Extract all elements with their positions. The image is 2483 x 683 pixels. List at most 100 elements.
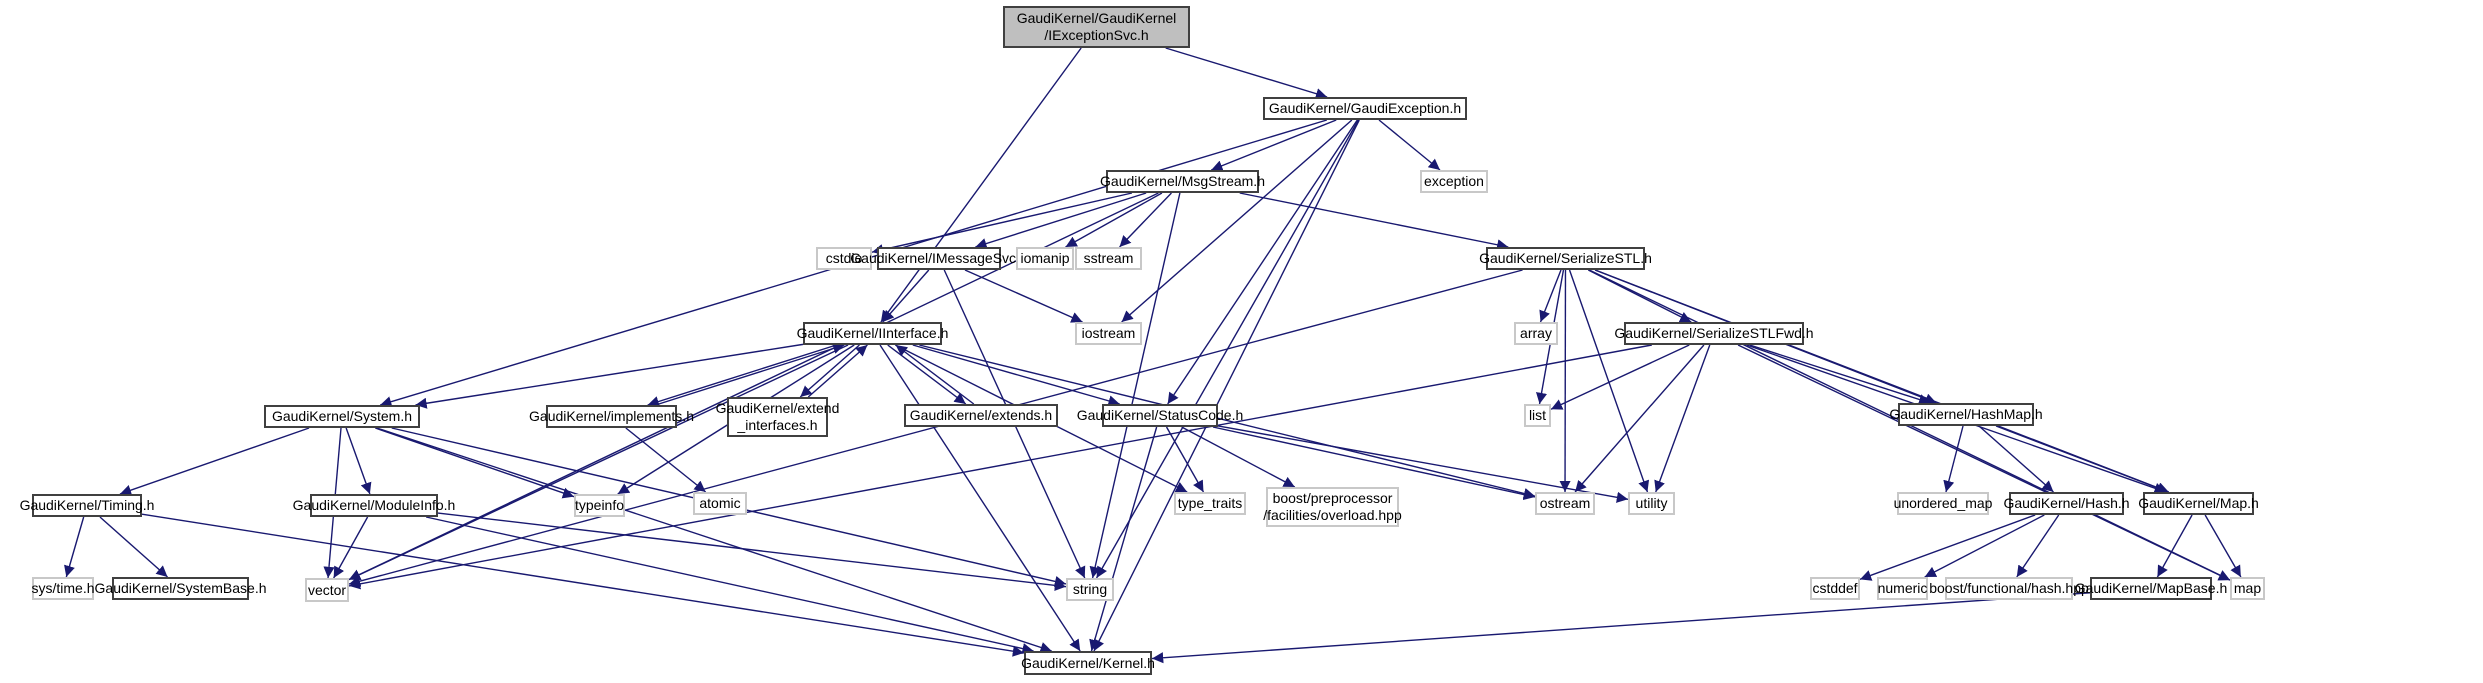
node-label: typeinfo — [574, 497, 625, 513]
node-vector: vector — [305, 578, 349, 602]
node-boostpp: boost/preprocessor /facilities/overload.… — [1263, 487, 1402, 527]
edge-timing-to-sysbase — [99, 516, 169, 578]
edge-system-to-typeinfo — [375, 427, 575, 499]
node-ser[interactable]: GaudiKernel/SerializeSTL.h — [1479, 247, 1652, 270]
node-label: unordered_map — [1893, 495, 1993, 511]
node-typetraits: type_traits — [1174, 492, 1246, 515]
edge-imsg-to-iostream — [964, 269, 1083, 323]
edge-timing-to-systime — [64, 516, 85, 578]
node-atomic: atomic — [693, 492, 747, 515]
edge-gexc-to-kernel — [1093, 119, 1360, 652]
node-array: array — [1514, 322, 1558, 345]
node-cstdio: cstdio — [816, 247, 872, 270]
node-mapbase[interactable]: GaudiKernel/MapBase.h — [2075, 577, 2227, 600]
node-extint[interactable]: GaudiKernel/extend _interfaces.h — [716, 397, 839, 437]
node-kernel[interactable]: GaudiKernel/Kernel.h — [1021, 651, 1155, 675]
node-label: iostream — [1081, 325, 1136, 341]
node-ostream: ostream — [1535, 492, 1595, 515]
edge-imsg-to-iint — [882, 269, 930, 323]
node-label: boost/functional/hash.hpp — [1929, 580, 2089, 596]
edge-msg-to-string — [1089, 192, 1181, 579]
node-label: GaudiKernel/MsgStream.h — [1100, 173, 1265, 189]
edge-impl-to-atomic — [625, 427, 707, 493]
node-boosthash: boost/functional/hash.hpp — [1929, 577, 2089, 600]
edge-gexc-to-status — [1167, 119, 1358, 405]
node-impl[interactable]: GaudiKernel/implements.h — [529, 405, 694, 428]
node-label: boost/preprocessor /facilities/overload.… — [1263, 490, 1402, 523]
node-systime: sys/time.h — [31, 577, 95, 600]
node-label: GaudiKernel/IMessageSvc.h — [850, 250, 1028, 266]
node-imsg[interactable]: GaudiKernel/IMessageSvc.h — [850, 247, 1028, 270]
node-label: GaudiKernel/SerializeSTL.h — [1479, 250, 1652, 266]
edge-serfwd-to-ostream — [1574, 344, 1705, 493]
edge-hashmap-to-hash — [1978, 425, 2054, 493]
edge-serfwd-to-vector — [348, 344, 1652, 590]
edge-iint-to-extint — [799, 344, 860, 398]
node-maph[interactable]: GaudiKernel/Map.h — [2138, 492, 2259, 515]
node-label: GaudiKernel/SerializeSTLFwd.h — [1614, 325, 1814, 341]
node-label: GaudiKernel/StatusCode.h — [1076, 407, 1244, 423]
edge-status-to-typetraits — [1165, 426, 1205, 493]
node-serfwd[interactable]: GaudiKernel/SerializeSTLFwd.h — [1614, 322, 1814, 345]
node-label: cstdio — [825, 250, 863, 266]
edge-system-to-timing — [119, 427, 310, 496]
node-label: utility — [1635, 495, 1668, 511]
node-list: list — [1524, 404, 1551, 427]
edge-modinfo-to-kernel — [425, 516, 1034, 655]
node-label: map — [2233, 580, 2262, 596]
node-iomanip: iomanip — [1016, 247, 1074, 270]
node-root[interactable]: GaudiKernel/GaudiKernel /IExceptionSvc.h — [1003, 6, 1190, 48]
edge-mapbase-to-kernel — [1151, 592, 2091, 664]
edge-serfwd-to-list — [1550, 344, 1690, 410]
node-typeinfo: typeinfo — [574, 494, 625, 517]
node-label: GaudiKernel/GaudiKernel /IExceptionSvc.h — [1016, 10, 1177, 43]
node-label: GaudiKernel/HashMap.h — [1889, 406, 2043, 422]
edge-serfwd-to-utility — [1654, 344, 1711, 493]
node-label: GaudiKernel/implements.h — [529, 408, 694, 424]
node-label: GaudiKernel/SystemBase.h — [94, 580, 267, 596]
edge-iint-to-system — [415, 343, 804, 409]
node-extends[interactable]: GaudiKernel/extends.h — [904, 404, 1058, 427]
edge-mapH-to-map — [2204, 514, 2242, 578]
edge-msg-to-iomanip — [1065, 192, 1163, 248]
edge-extends-to-iint — [895, 344, 975, 405]
node-gexc[interactable]: GaudiKernel/GaudiException.h — [1263, 97, 1467, 120]
edge-hash-to-numeric — [1924, 514, 2045, 578]
node-string: string — [1066, 578, 1114, 601]
node-hash[interactable]: GaudiKernel/Hash.h — [2003, 492, 2130, 515]
node-sysbase[interactable]: GaudiKernel/SystemBase.h — [95, 577, 267, 600]
node-iint[interactable]: GaudiKernel/IInterface.h — [797, 322, 948, 345]
edge-iint-to-extends — [887, 344, 967, 405]
edge-gexc-to-exception — [1378, 119, 1441, 171]
edge-msg-to-ser — [1239, 192, 1509, 251]
node-label: sys/time.h — [31, 580, 95, 596]
edge-modinfo-to-string — [437, 512, 1067, 591]
edge-hash-to-boosthash — [2016, 514, 2060, 578]
node-label: numeric — [1877, 580, 1928, 596]
edge-ser-to-array — [1539, 269, 1562, 323]
edge-timing-to-kernel — [141, 513, 1025, 657]
edge-msg-to-cstdio — [871, 192, 1133, 256]
node-label: GaudiKernel/extend _interfaces.h — [715, 400, 840, 433]
node-label: GaudiKernel/Hash.h — [2003, 495, 2130, 511]
node-label: GaudiKernel/Timing.h — [19, 497, 155, 513]
node-timing[interactable]: GaudiKernel/Timing.h — [20, 494, 154, 517]
node-label: GaudiKernel/MapBase.h — [2074, 580, 2228, 596]
edge-hashmap-to-umap — [1943, 425, 1964, 493]
node-label: GaudiKernel/IInterface.h — [796, 325, 949, 341]
node-label: string — [1072, 581, 1108, 597]
node-status[interactable]: GaudiKernel/StatusCode.h — [1077, 404, 1243, 427]
edge-iint-to-ostream — [919, 344, 1536, 499]
node-label: ostream — [1539, 495, 1591, 511]
edge-serfwd-to-map — [1737, 344, 2231, 581]
node-label: atomic — [699, 495, 741, 511]
node-map: map — [2230, 577, 2265, 600]
node-msg[interactable]: GaudiKernel/MsgStream.h — [1100, 170, 1265, 193]
edge-system-to-modinfo — [345, 427, 372, 495]
node-modinfo[interactable]: GaudiKernel/ModuleInfo.h — [293, 494, 455, 517]
edge-status-to-boostpp — [1181, 426, 1296, 488]
edge-gexc-to-msg — [1210, 119, 1337, 172]
node-system[interactable]: GaudiKernel/System.h — [264, 405, 420, 428]
node-hashmap[interactable]: GaudiKernel/HashMap.h — [1889, 403, 2043, 426]
